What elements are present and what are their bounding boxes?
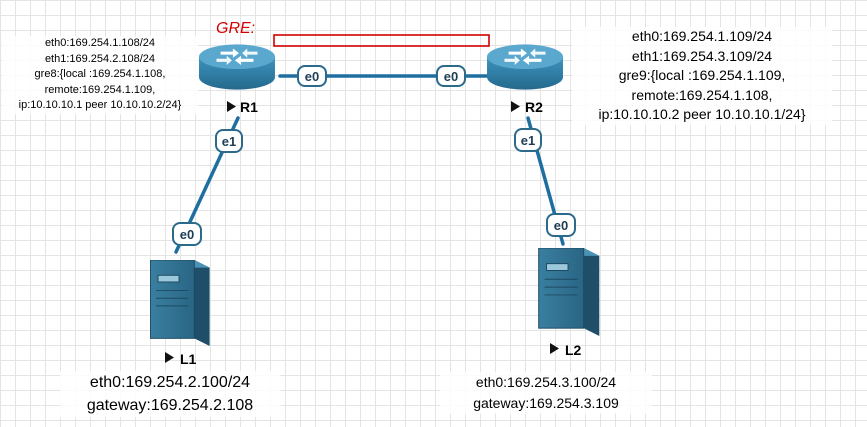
config-line: ip:10.10.10.1 peer 10.10.10.2/24} (18, 99, 182, 111)
port-r2-e0[interactable]: e0 (436, 65, 466, 87)
config-line: eth0:169.254.1.109/24 (631, 28, 773, 44)
server-icon (538, 248, 600, 336)
server-l2[interactable] (538, 248, 600, 336)
device-label-l1: L1 (165, 351, 197, 367)
play-icon (165, 352, 174, 363)
r2-config-note: eth0:169.254.1.109/24 eth1:169.254.3.109… (572, 27, 832, 125)
config-line: eth0:169.254.3.100/24 (475, 374, 617, 390)
port-label: e0 (444, 69, 458, 84)
port-r1-e0[interactable]: e0 (297, 65, 327, 87)
config-line: eth0:169.254.1.108/24 (44, 37, 156, 49)
play-icon (550, 343, 559, 354)
gre-label: GRE: (216, 20, 255, 37)
port-label: e0 (554, 218, 568, 233)
r1-config-note: eth0:169.254.1.108/24 eth1:169.254.2.108… (2, 36, 198, 114)
port-l1-e0[interactable]: e0 (172, 222, 202, 246)
config-line: eth1:169.254.2.108/24 (44, 52, 156, 65)
play-icon (511, 101, 520, 112)
port-label: e1 (521, 133, 535, 148)
l2-config-note: eth0:169.254.3.100/24 gateway:169.254.3.… (440, 372, 652, 414)
port-r2-e1[interactable]: e1 (514, 128, 542, 152)
router-icon (487, 44, 563, 90)
device-label-r2: R2 (511, 99, 543, 115)
port-label: e1 (222, 134, 236, 149)
port-label: e0 (305, 69, 319, 84)
config-line: remote:169.254.1.108, (631, 86, 773, 103)
l1-config-note: eth0:169.254.2.100/24 gateway:169.254.2.… (60, 371, 280, 417)
config-line: gateway:169.254.3.109 (473, 395, 619, 411)
play-icon (227, 101, 236, 112)
config-line: remote:169.254.1.109, (44, 83, 156, 96)
server-l1[interactable] (150, 260, 210, 346)
port-label: e0 (180, 227, 194, 242)
router-icon (199, 44, 275, 90)
config-line: gateway:169.254.2.108 (86, 397, 254, 414)
config-line: gre8:{local :169.254.1.108, (34, 68, 166, 80)
device-label-r1: R1 (227, 99, 258, 115)
port-r1-e1[interactable]: e1 (215, 129, 243, 153)
config-line: ip:10.10.10.2 peer 10.10.10.1/24} (598, 106, 806, 122)
device-name: L1 (180, 351, 197, 367)
config-line: eth0:169.254.2.100/24 (89, 374, 251, 391)
server-icon (150, 260, 210, 346)
config-line: eth1:169.254.3.109/24 (631, 47, 773, 64)
device-name: R2 (525, 99, 543, 115)
device-name: R1 (240, 99, 258, 115)
device-label-l2: L2 (550, 342, 582, 358)
port-l2-e0[interactable]: e0 (546, 213, 576, 237)
gre-tunnel-box (273, 34, 490, 47)
config-line: gre9:{local :169.254.1.109, (618, 67, 786, 83)
router-r1[interactable] (199, 44, 275, 90)
router-r2[interactable] (487, 44, 563, 90)
device-name: L2 (565, 342, 582, 358)
